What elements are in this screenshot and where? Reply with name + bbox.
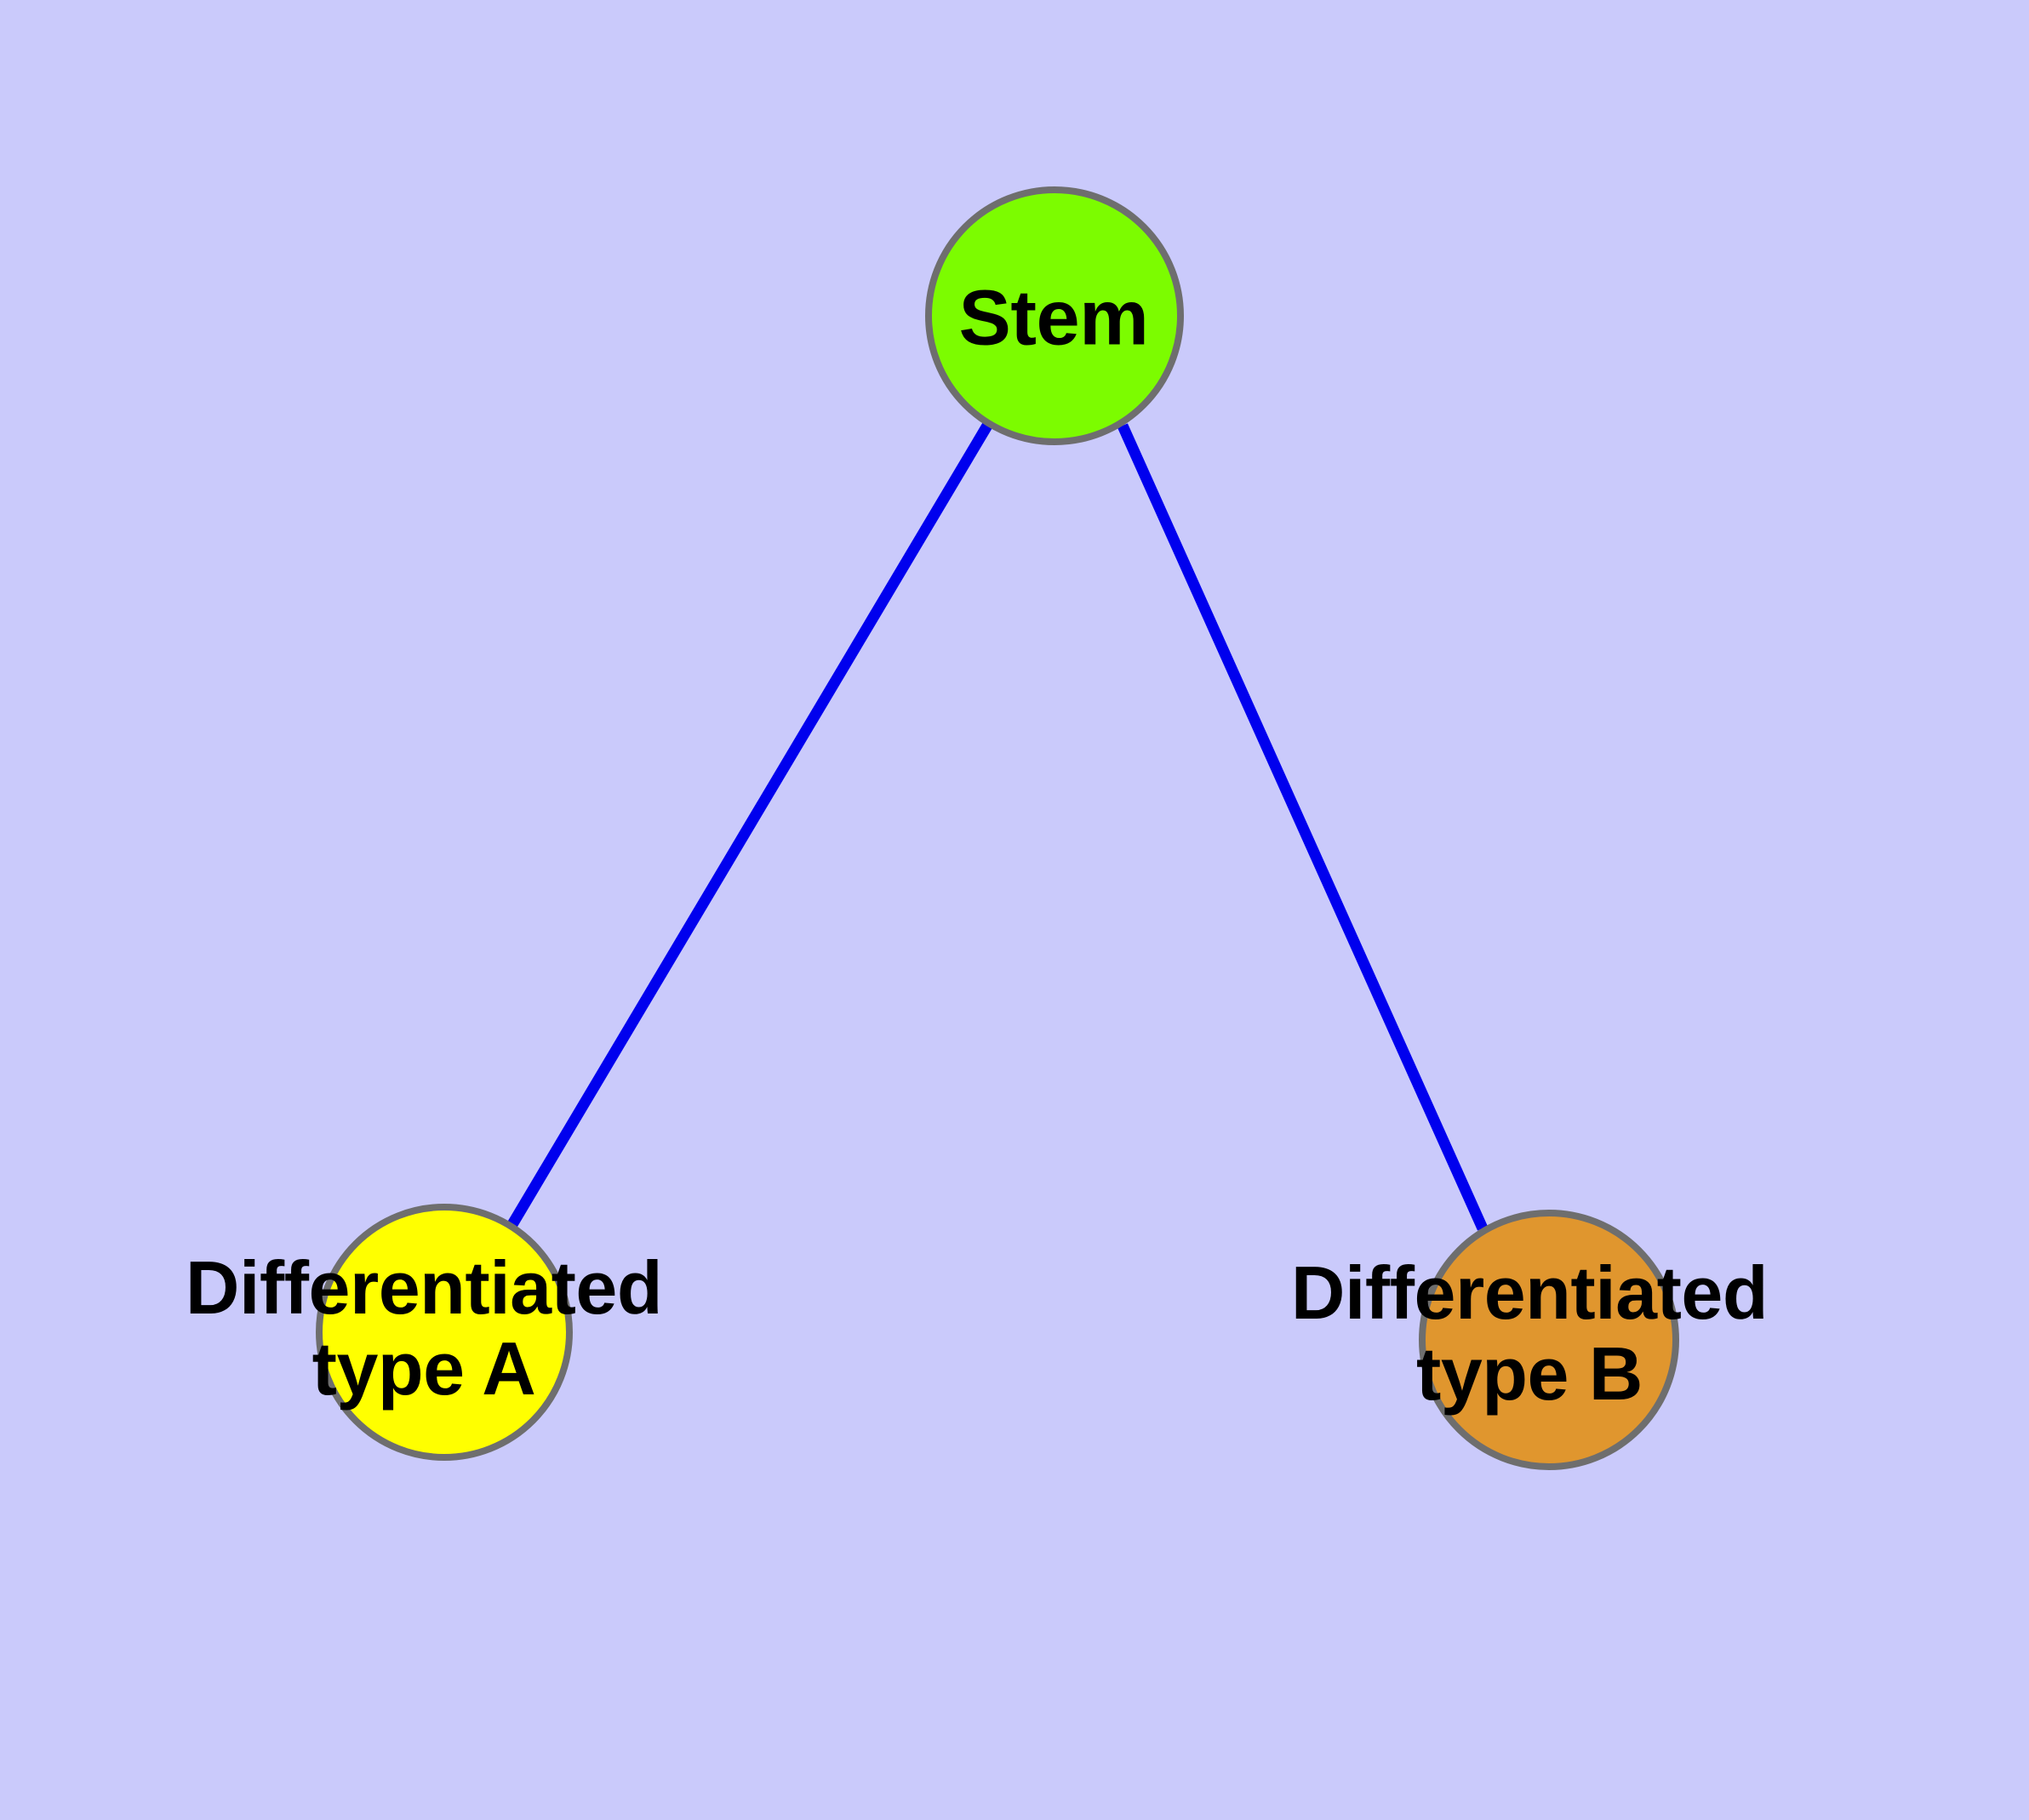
node-differentiated-type-b[interactable]: [1419, 1210, 1679, 1470]
node-differentiated-type-a[interactable]: [316, 1204, 573, 1461]
edges-group: [506, 422, 1488, 1231]
edge-stem-to-type-b[interactable]: [1117, 423, 1488, 1231]
nodes-group: [316, 186, 1679, 1470]
node-stem[interactable]: [925, 186, 1184, 445]
edge-stem-to-type-a[interactable]: [506, 422, 992, 1229]
